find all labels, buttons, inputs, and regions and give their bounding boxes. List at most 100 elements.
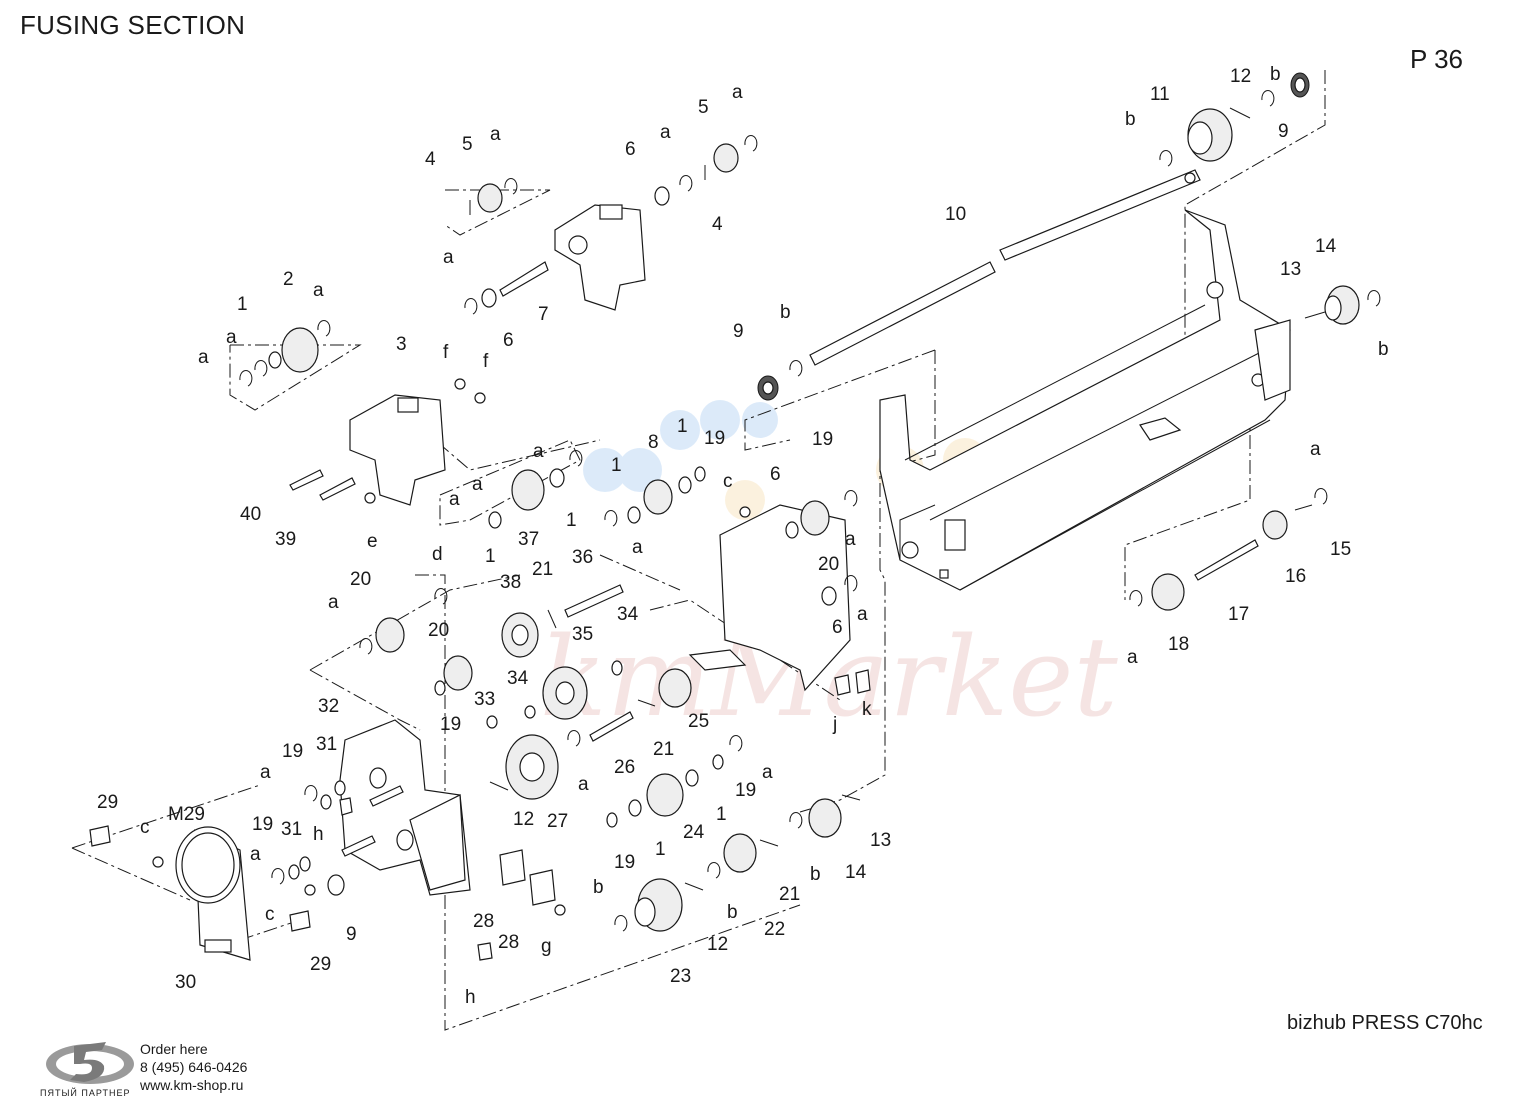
callout-16: 16 [1285,566,1306,587]
callout-19: 19 [735,780,756,801]
callout-a: a [490,124,501,145]
callout-31: 31 [316,734,337,755]
callout-labels: 12 b 11 b 9 10 14 13 b a 15 16 17 18 a a… [97,64,1389,1008]
callout-a: a [250,844,261,865]
gear-train-lower [614,794,861,932]
callout-1: 1 [677,416,688,437]
callout-28: 28 [473,911,494,932]
callout-6: 6 [503,330,514,351]
order-website[interactable]: www.km-shop.ru [140,1077,244,1093]
callout-9: 9 [346,924,357,945]
fuser-main-frame [879,209,1291,591]
gear-train-left [359,584,743,828]
gear-37-8-assembly [488,360,803,529]
callout-a: a [578,774,589,795]
callout-14: 14 [1315,236,1337,257]
callout-1: 1 [237,294,248,315]
bracket-3-assembly [239,320,486,506]
callout-13: 13 [1280,259,1301,280]
shaft-17-assembly [1129,488,1328,611]
callout-1: 1 [566,510,577,531]
callout-35: 35 [572,624,593,645]
callout-d: d [432,544,443,565]
callout-19: 19 [614,852,635,873]
callout-b: b [1270,64,1281,85]
callout-e: e [367,531,378,552]
callout-21: 21 [653,739,674,760]
callout-3: 3 [396,334,407,355]
callout-7: 7 [538,304,549,325]
callout-j: j [832,714,837,735]
callout-30: 30 [175,972,196,993]
callout-25: 25 [688,711,709,732]
callout-1: 1 [485,546,496,567]
callout-a: a [472,474,483,495]
callout-a: a [313,280,324,301]
callout-37: 37 [518,529,539,550]
callout-m29: M29 [168,804,205,825]
callout-27: 27 [547,811,568,832]
callout-12: 12 [707,934,728,955]
callout-b: b [727,902,738,923]
callout-2: 2 [283,269,294,290]
callout-a: a [198,347,209,368]
callout-c: c [265,904,275,925]
callout-a: a [443,247,454,268]
callout-29: 29 [310,954,331,975]
page-number: P 36 [1410,44,1464,74]
callout-9: 9 [733,321,744,342]
callout-1: 1 [611,455,622,476]
callout-a: a [226,327,237,348]
callout-20: 20 [428,620,449,641]
callout-6: 6 [625,139,636,160]
callout-1: 1 [716,804,727,825]
callout-f: f [483,351,489,372]
motor-bracket-assembly [89,719,566,961]
callout-8: 8 [648,432,659,453]
callout-5: 5 [698,97,709,118]
callout-a: a [1127,647,1138,668]
callout-g: g [541,936,552,957]
callout-11: 11 [1150,84,1170,105]
callout-34: 34 [617,604,639,625]
callout-a: a [328,592,339,613]
callout-b: b [810,864,821,885]
company-brand: ПЯТЫЙ ПАРТНЕР [40,1088,131,1098]
order-label: Order here [140,1041,208,1057]
callout-4: 4 [425,149,436,170]
callout-h: h [465,987,476,1008]
callout-32: 32 [318,696,339,717]
callout-39: 39 [275,529,296,550]
callout-a: a [260,762,271,783]
order-info: Order here 8 (495) 646-0426 www.km-shop.… [140,1040,247,1094]
callout-h: h [313,824,324,845]
bracket-assembly-top [464,135,758,315]
callout-12: 12 [513,809,534,830]
callout-5: 5 [462,134,473,155]
callout-b: b [593,877,604,898]
callout-a: a [533,441,544,462]
callout-k: k [862,699,872,720]
callout-a: a [660,122,671,143]
callout-24: 24 [683,822,705,843]
callout-19: 19 [704,428,725,449]
callout-19: 19 [282,741,303,762]
callout-6: 6 [770,464,781,485]
callout-19: 19 [252,814,273,835]
callout-26: 26 [614,757,635,778]
callout-17: 17 [1228,604,1249,625]
callout-40: 40 [240,504,261,525]
callout-f: f [443,342,449,363]
shaft-10 [809,169,1201,366]
callout-a: a [762,762,773,783]
callout-a: a [632,537,643,558]
callout-b: b [1125,109,1136,130]
callout-19: 19 [812,429,833,450]
callout-c: c [140,817,150,838]
callout-29: 29 [97,792,118,813]
callout-6: 6 [832,617,843,638]
callout-20: 20 [818,554,839,575]
model-name: bizhub PRESS C70hc [1287,1012,1483,1034]
callout-9: 9 [1278,121,1289,142]
callout-b: b [1378,339,1389,360]
